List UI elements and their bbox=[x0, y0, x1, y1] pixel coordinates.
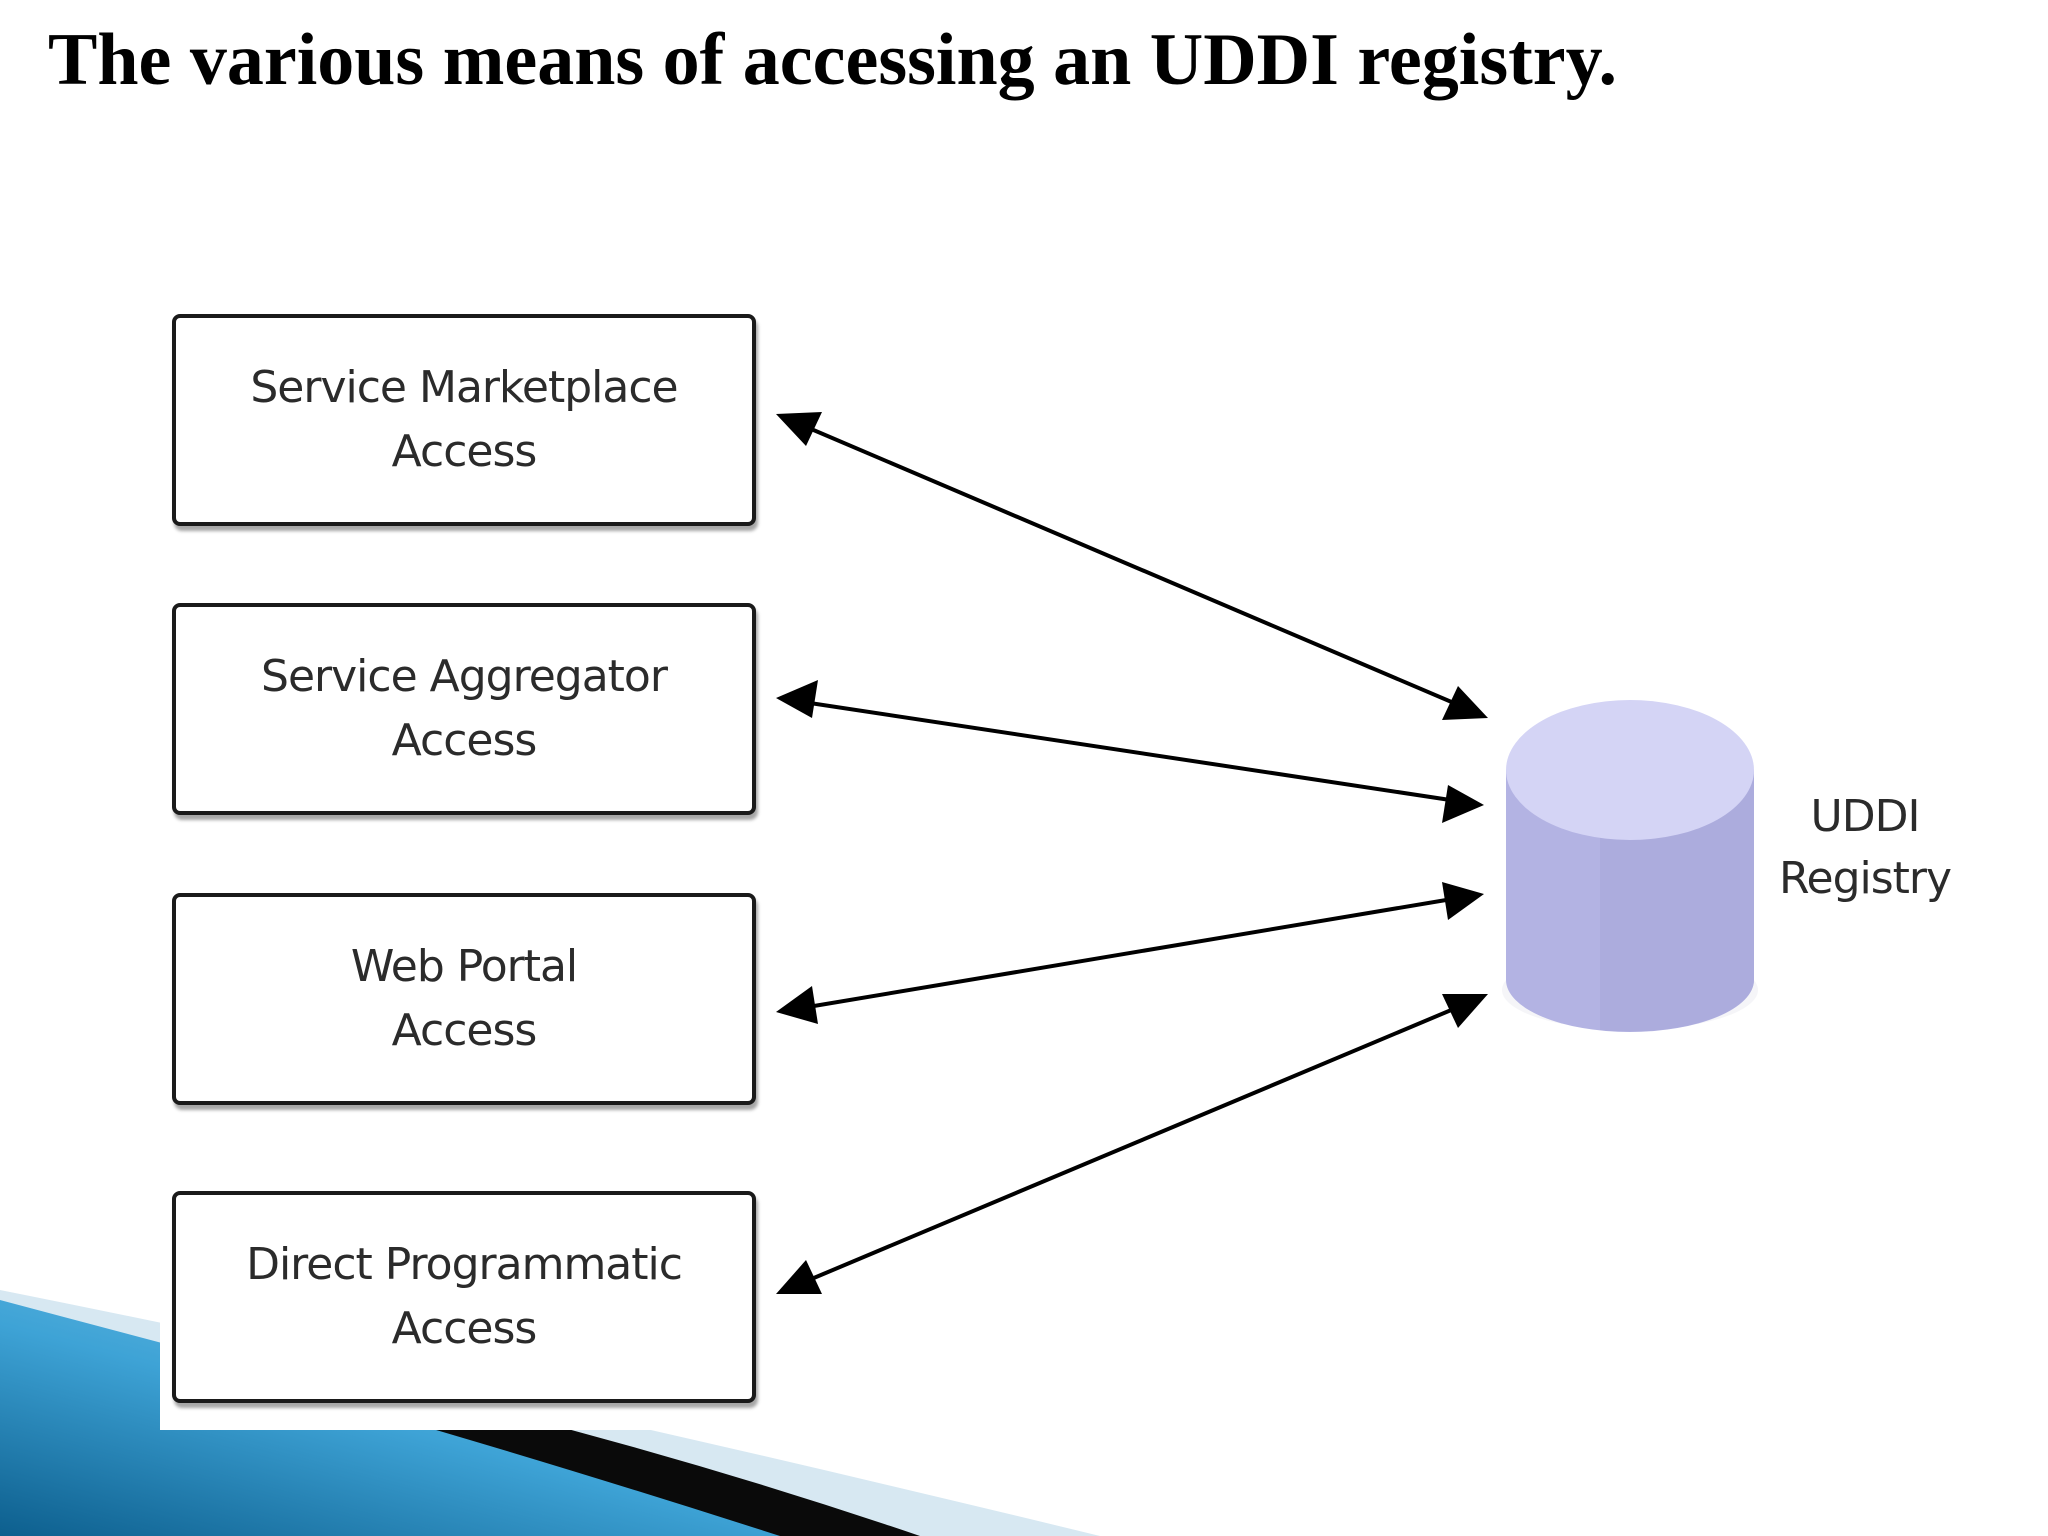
registry-label: UDDI Registry bbox=[1770, 786, 1960, 910]
arrowhead bbox=[776, 412, 822, 446]
arrowhead bbox=[1442, 994, 1488, 1028]
uddi-registry-cylinder-icon bbox=[1502, 700, 1758, 1032]
slide-title: The various means of accessing an UDDI r… bbox=[48, 19, 1618, 101]
box-label-line1: Service Aggregator bbox=[261, 651, 668, 702]
box-label-line1: Web Portal bbox=[350, 941, 578, 992]
arrow-programmatic-registry bbox=[789, 998, 1476, 1290]
arrow-aggregator-registry bbox=[789, 698, 1471, 805]
arrowheads bbox=[776, 412, 1488, 1294]
box-label-line1: Service Marketplace bbox=[250, 362, 678, 413]
arrowhead bbox=[1442, 882, 1484, 920]
box-label-line2: Access bbox=[391, 1005, 538, 1056]
arrowhead bbox=[776, 680, 818, 718]
box-label-line2: Access bbox=[391, 426, 538, 477]
box-label-line1: Direct Programmatic bbox=[246, 1239, 683, 1290]
service-aggregator-access-box: Service Aggregator Access bbox=[172, 603, 756, 815]
arrowhead bbox=[776, 1260, 822, 1294]
arrow-webportal-registry bbox=[789, 894, 1471, 1012]
direct-programmatic-access-box: Direct Programmatic Access bbox=[172, 1191, 756, 1403]
box-label-line2: Access bbox=[391, 715, 538, 766]
arrowhead bbox=[776, 986, 818, 1024]
registry-label-line2: Registry bbox=[1778, 853, 1952, 904]
registry-label-line1: UDDI bbox=[1810, 791, 1921, 842]
box-label-line2: Access bbox=[391, 1303, 538, 1354]
swoosh-blue bbox=[0, 1300, 900, 1536]
arrowhead bbox=[1442, 785, 1484, 823]
arrow-marketplace-registry bbox=[789, 418, 1476, 714]
service-marketplace-access-box: Service Marketplace Access bbox=[172, 314, 756, 526]
web-portal-access-box: Web Portal Access bbox=[172, 893, 756, 1105]
arrowhead bbox=[1442, 686, 1488, 720]
